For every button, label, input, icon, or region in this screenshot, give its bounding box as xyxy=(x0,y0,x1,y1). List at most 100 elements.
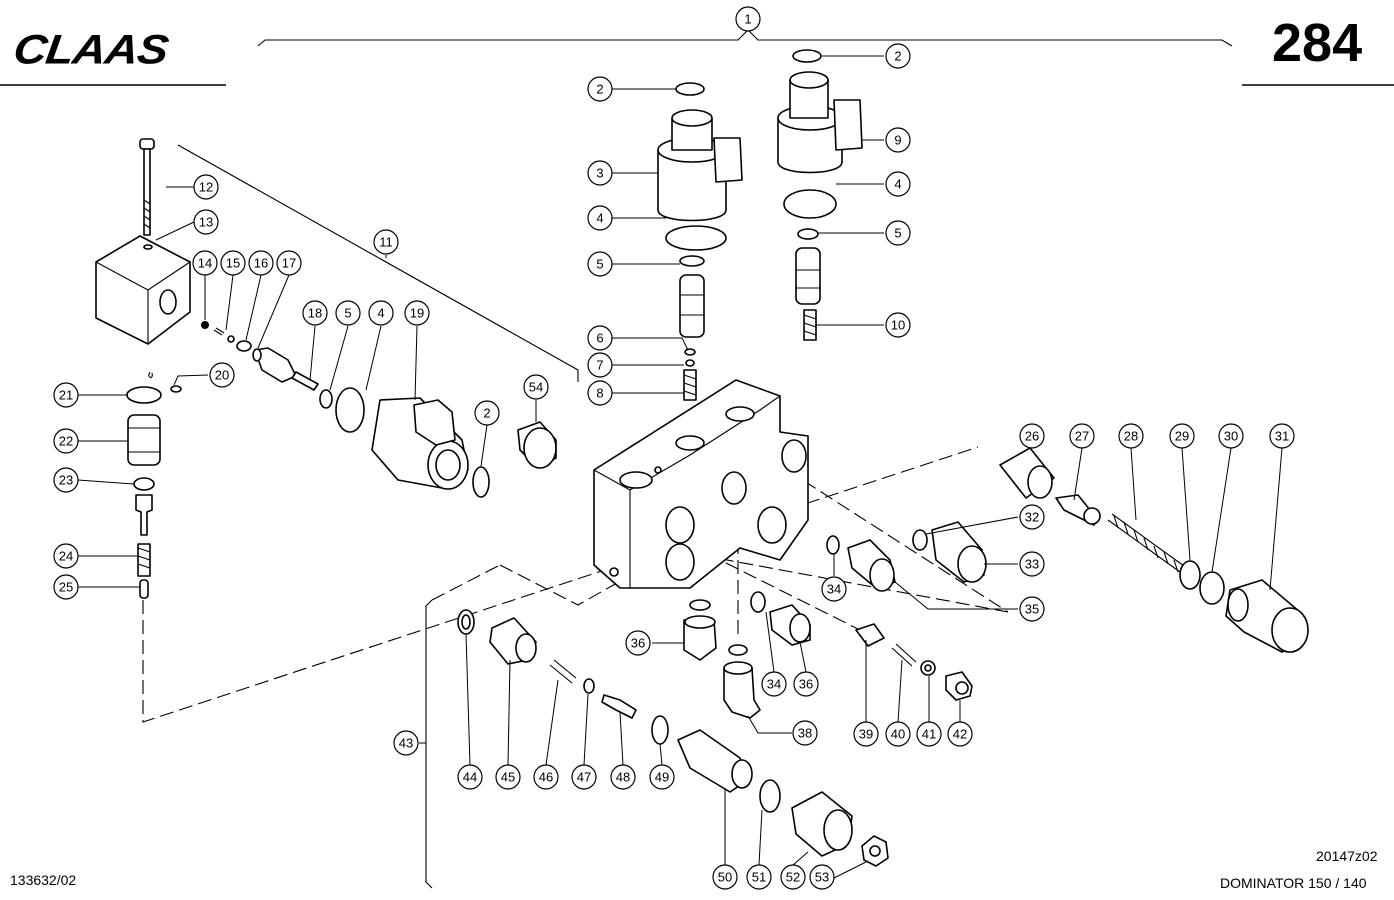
svg-text:31: 31 xyxy=(1275,429,1289,444)
svg-text:36: 36 xyxy=(631,636,645,651)
svg-text:51: 51 xyxy=(752,870,766,885)
svg-text:10: 10 xyxy=(891,318,905,333)
callout-36: 36 xyxy=(625,630,651,656)
svg-text:5: 5 xyxy=(344,306,351,321)
callout-19: 19 xyxy=(404,300,430,326)
parts-17-18 xyxy=(252,347,319,391)
svg-text:45: 45 xyxy=(501,770,515,785)
svg-text:33: 33 xyxy=(1025,557,1039,572)
callout-6: 6 xyxy=(587,325,613,351)
callout-15: 15 xyxy=(220,250,246,276)
svg-text:9: 9 xyxy=(894,133,901,148)
svg-text:5: 5 xyxy=(596,257,603,272)
svg-text:43: 43 xyxy=(399,736,413,751)
callout-48: 48 xyxy=(610,764,636,790)
svg-text:54: 54 xyxy=(529,380,543,395)
svg-text:17: 17 xyxy=(282,256,296,271)
parts-20-25 xyxy=(126,371,182,599)
callout-38: 38 xyxy=(792,720,818,746)
callout-43: 43 xyxy=(393,730,419,756)
svg-text:24: 24 xyxy=(59,549,73,564)
callout-47: 47 xyxy=(571,764,597,790)
callout-5: 5 xyxy=(335,300,361,326)
callout-26: 26 xyxy=(1019,423,1045,449)
svg-text:40: 40 xyxy=(891,727,905,742)
callout-1: 1 xyxy=(735,6,761,32)
callout-35: 35 xyxy=(1019,596,1045,622)
callout-27: 27 xyxy=(1069,423,1095,449)
svg-text:25: 25 xyxy=(59,580,73,595)
svg-text:49: 49 xyxy=(655,770,669,785)
svg-text:7: 7 xyxy=(596,358,603,373)
header-rules xyxy=(0,29,1394,86)
callout-50: 50 xyxy=(712,864,738,890)
svg-text:2: 2 xyxy=(596,82,603,97)
svg-text:38: 38 xyxy=(798,726,812,741)
svg-text:44: 44 xyxy=(463,770,477,785)
svg-text:30: 30 xyxy=(1224,429,1238,444)
svg-text:21: 21 xyxy=(59,388,73,403)
callout-4: 4 xyxy=(368,300,394,326)
svg-text:29: 29 xyxy=(1175,429,1189,444)
svg-text:39: 39 xyxy=(859,727,873,742)
svg-text:2: 2 xyxy=(483,406,490,421)
svg-text:50: 50 xyxy=(718,870,732,885)
svg-text:28: 28 xyxy=(1124,429,1138,444)
part-2-oring-left xyxy=(472,466,490,498)
svg-text:6: 6 xyxy=(596,331,603,346)
callout-53: 53 xyxy=(809,864,835,890)
svg-text:34: 34 xyxy=(827,582,841,597)
part-54-plug xyxy=(517,421,557,469)
callout-24: 24 xyxy=(53,543,79,569)
svg-text:16: 16 xyxy=(254,256,268,271)
svg-text:1: 1 xyxy=(744,12,751,27)
svg-text:14: 14 xyxy=(198,256,212,271)
callout-2: 2 xyxy=(587,76,613,102)
parts-44-53 xyxy=(457,609,889,867)
callout-5: 5 xyxy=(587,251,613,277)
callout-2: 2 xyxy=(885,43,911,69)
callout-30: 30 xyxy=(1218,423,1244,449)
svg-text:41: 41 xyxy=(922,727,936,742)
callout-4: 4 xyxy=(885,171,911,197)
svg-text:8: 8 xyxy=(596,386,603,401)
callout-9: 9 xyxy=(885,127,911,153)
callout-28: 28 xyxy=(1118,423,1144,449)
svg-text:46: 46 xyxy=(539,770,553,785)
svg-text:22: 22 xyxy=(59,434,73,449)
part-5-oring-left xyxy=(319,389,333,409)
callout-10: 10 xyxy=(885,312,911,338)
callout-44: 44 xyxy=(457,764,483,790)
svg-text:32: 32 xyxy=(1025,510,1039,525)
callout-31: 31 xyxy=(1269,423,1295,449)
callout-5: 5 xyxy=(885,220,911,246)
svg-text:11: 11 xyxy=(379,235,393,250)
callout-12: 12 xyxy=(193,174,219,200)
bracket-43 xyxy=(425,599,433,889)
svg-text:19: 19 xyxy=(410,306,424,321)
svg-text:5: 5 xyxy=(894,226,901,241)
page-number: 284 xyxy=(1272,13,1363,73)
svg-text:2: 2 xyxy=(894,49,901,64)
svg-text:34: 34 xyxy=(767,677,781,692)
callout-51: 51 xyxy=(746,864,772,890)
callout-52: 52 xyxy=(780,864,806,890)
callout-45: 45 xyxy=(495,764,521,790)
svg-text:26: 26 xyxy=(1025,429,1039,444)
callout-18: 18 xyxy=(302,300,328,326)
callout-21: 21 xyxy=(53,382,79,408)
callout-54: 54 xyxy=(523,374,549,400)
parts-14-17 xyxy=(201,321,252,352)
svg-text:3: 3 xyxy=(596,166,603,181)
callout-34: 34 xyxy=(821,576,847,602)
callout-29: 29 xyxy=(1169,423,1195,449)
callout-34: 34 xyxy=(761,671,787,697)
doc-number: 133632/02 xyxy=(10,872,77,888)
callout-23: 23 xyxy=(53,467,79,493)
callout-11: 11 xyxy=(373,229,399,255)
left-solenoid-stack xyxy=(657,82,743,401)
svg-text:4: 4 xyxy=(596,211,603,226)
callout-2: 2 xyxy=(474,400,500,426)
svg-text:48: 48 xyxy=(616,770,630,785)
svg-text:23: 23 xyxy=(59,473,73,488)
